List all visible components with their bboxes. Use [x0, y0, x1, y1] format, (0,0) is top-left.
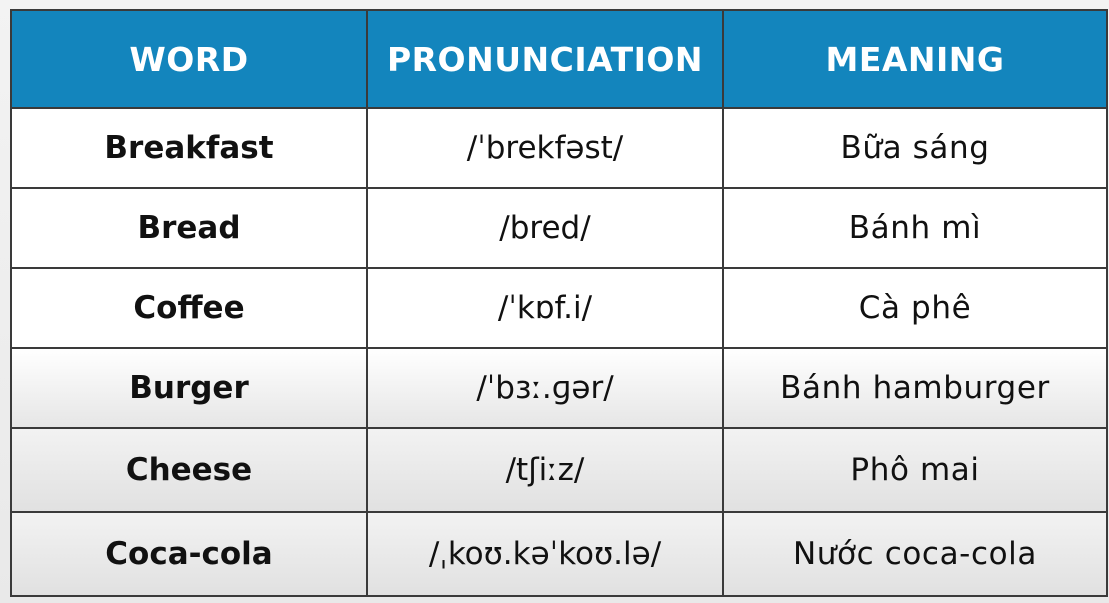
header-row: WORD PRONUNCIATION MEANING [10, 9, 1108, 109]
vocabulary-table: WORD PRONUNCIATION MEANING Breakfast /ˈb… [10, 9, 1108, 597]
table-body: Breakfast /ˈbrekfəst/ Bữa sáng Bread /br… [10, 107, 1108, 597]
meaning-cell: Bánh mì [722, 187, 1108, 269]
table-row: Cheese /tʃiːz/ Phô mai [10, 427, 1108, 513]
meaning-cell: Bữa sáng [722, 107, 1108, 189]
header-word: WORD [10, 9, 368, 109]
table-row: Breakfast /ˈbrekfəst/ Bữa sáng [10, 107, 1108, 189]
pronunciation-cell: /ˈbɜː.ɡər/ [366, 347, 724, 429]
word-cell: Coca-cola [10, 511, 368, 597]
pronunciation-cell: /ˈbrekfəst/ [366, 107, 724, 189]
meaning-cell: Bánh hamburger [722, 347, 1108, 429]
table-row: Bread /bred/ Bánh mì [10, 187, 1108, 269]
word-cell: Coffee [10, 267, 368, 349]
header-pronunciation: PRONUNCIATION [366, 9, 724, 109]
word-cell: Cheese [10, 427, 368, 513]
word-cell: Bread [10, 187, 368, 269]
pronunciation-cell: /ˈkɒf.i/ [366, 267, 724, 349]
meaning-cell: Cà phê [722, 267, 1108, 349]
table-row: Burger /ˈbɜː.ɡər/ Bánh hamburger [10, 347, 1108, 429]
pronunciation-cell: /tʃiːz/ [366, 427, 724, 513]
word-cell: Breakfast [10, 107, 368, 189]
word-cell: Burger [10, 347, 368, 429]
table-header: WORD PRONUNCIATION MEANING [10, 9, 1108, 109]
pronunciation-cell: /bred/ [366, 187, 724, 269]
meaning-cell: Phô mai [722, 427, 1108, 513]
table-row: Coffee /ˈkɒf.i/ Cà phê [10, 267, 1108, 349]
meaning-cell: Nước coca-cola [722, 511, 1108, 597]
pronunciation-cell: /ˌkoʊ.kəˈkoʊ.lə/ [366, 511, 724, 597]
table-row: Coca-cola /ˌkoʊ.kəˈkoʊ.lə/ Nước coca-col… [10, 511, 1108, 597]
header-meaning: MEANING [722, 9, 1108, 109]
